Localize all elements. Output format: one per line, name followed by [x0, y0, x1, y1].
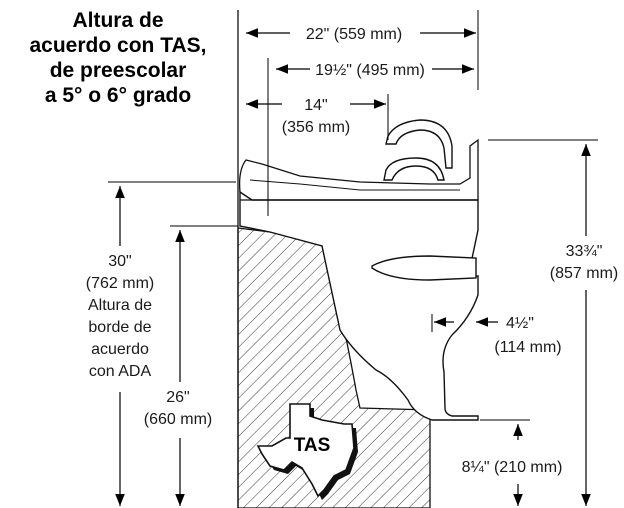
basin-lip [249, 179, 460, 191]
dim-33-label-in: 33¾" [566, 243, 603, 260]
texas-shape [256, 403, 355, 498]
ada-note-line-4: con ADA [89, 363, 152, 380]
dim-14-label-mm: (356 mm) [282, 119, 350, 136]
basin-edge [238, 138, 479, 200]
bubbler-lower [383, 157, 445, 181]
dim-4-label-mm: (114 mm) [494, 339, 561, 356]
badge-label: TAS [294, 435, 331, 456]
dim-14-label-in: 14" [304, 97, 327, 114]
diagram-title: Altura de acuerdo con TAS, de preescolar… [0, 8, 236, 108]
dim-8-label: 8¼" (210 mm) [462, 459, 563, 476]
dim-30-label-mm: (762 mm) [86, 275, 154, 292]
ada-note-line-1: Altura de [88, 297, 152, 314]
title-line-3: de preescolar [49, 59, 187, 82]
ada-note-line-2: borde de [88, 319, 151, 336]
dim-33-label-mm: (857 mm) [550, 265, 618, 282]
bubbler-upper [385, 119, 453, 169]
title-line-2: acuerdo con TAS, [29, 34, 207, 57]
dim-26-label-in: 26" [166, 389, 189, 406]
fountain-body [239, 190, 479, 421]
title-line-1: Altura de [72, 9, 164, 32]
ada-note-line-3: acuerdo [91, 341, 149, 358]
dim-26-label-mm: (660 mm) [144, 411, 212, 428]
dim-30-label-in: 30" [108, 253, 131, 270]
dim-4-label-in: 4½" [506, 315, 534, 332]
dim-19-label: 19½" (495 mm) [315, 62, 425, 79]
dim-22-label: 22" (559 mm) [306, 26, 402, 43]
texas-badge: TAS [256, 403, 358, 500]
push-button [371, 255, 477, 281]
title-line-4: a 5° o 6° grado [44, 84, 192, 107]
